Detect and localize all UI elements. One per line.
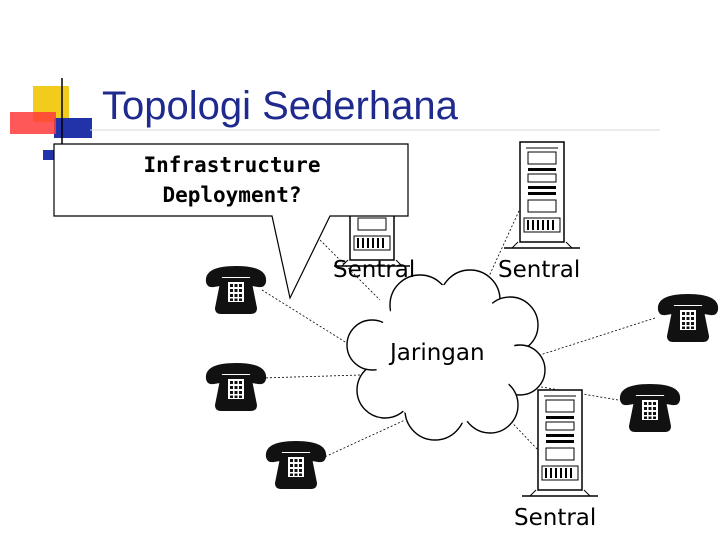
switch-label: Sentral bbox=[333, 257, 416, 283]
blue-square bbox=[54, 118, 92, 138]
telephone-icon bbox=[205, 363, 267, 411]
callout-text: Infrastructure Deployment? bbox=[56, 150, 408, 210]
telephone-icon bbox=[205, 266, 267, 314]
link-phone-left-middle bbox=[261, 374, 361, 379]
link-phone-left-bottom bbox=[317, 419, 406, 461]
switch-label: Sentral bbox=[514, 505, 597, 531]
blue-small-square bbox=[43, 150, 57, 160]
callout-line-1: Infrastructure bbox=[143, 153, 321, 177]
link-phone-left-top bbox=[261, 289, 359, 351]
telephone-icon bbox=[619, 384, 681, 432]
switch-label: Sentral bbox=[498, 257, 581, 283]
callout-bubble bbox=[53, 143, 409, 300]
server-tower-icon bbox=[521, 389, 599, 497]
callout-line-2: Deployment? bbox=[162, 183, 302, 207]
network-cloud-icon bbox=[346, 269, 546, 441]
telephone-icon bbox=[657, 294, 719, 342]
telephone-icon bbox=[265, 441, 327, 489]
corner-decoration bbox=[10, 78, 660, 160]
link-phone-right-top bbox=[539, 317, 656, 356]
server-tower-icon bbox=[503, 141, 581, 249]
red-bar bbox=[10, 112, 56, 134]
slide-title: Topologi Sederhana bbox=[102, 84, 458, 128]
link-switch-2 bbox=[484, 199, 525, 286]
cloud-label: Jaringan bbox=[390, 340, 485, 366]
